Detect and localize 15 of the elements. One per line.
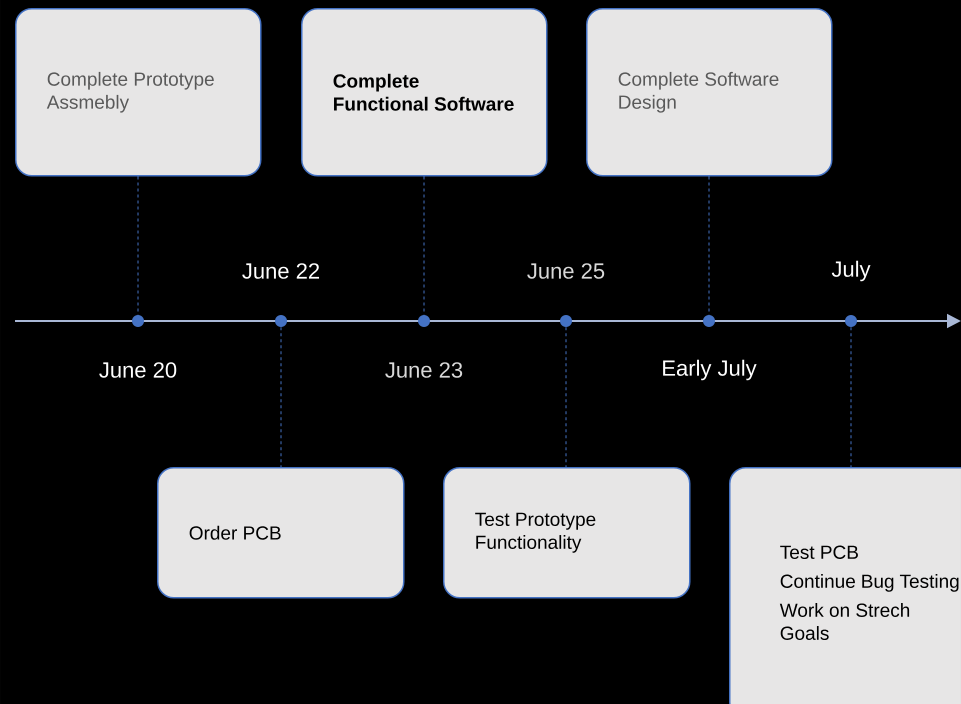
connector-line (708, 176, 710, 316)
timeline-dot (132, 315, 144, 327)
timeline-dot (418, 315, 430, 327)
timeline-dot (275, 315, 287, 327)
timeline-dot (845, 315, 857, 327)
milestone-box: Test PCB Continue Bug Testing Work on Strech Goals (729, 467, 961, 704)
milestone-box: Complete Functional Software (301, 8, 548, 176)
milestone-box: Test Prototype Functionality (443, 467, 690, 598)
milestone-box: Complete Prototype Assmebly (15, 8, 262, 176)
timeline-dot (703, 315, 715, 327)
milestone-box: Order PCB (157, 467, 404, 598)
milestone-box: Complete Software Design (586, 8, 832, 176)
connector-line (280, 326, 282, 468)
connector-line (850, 326, 852, 468)
timeline-dot (560, 315, 572, 327)
